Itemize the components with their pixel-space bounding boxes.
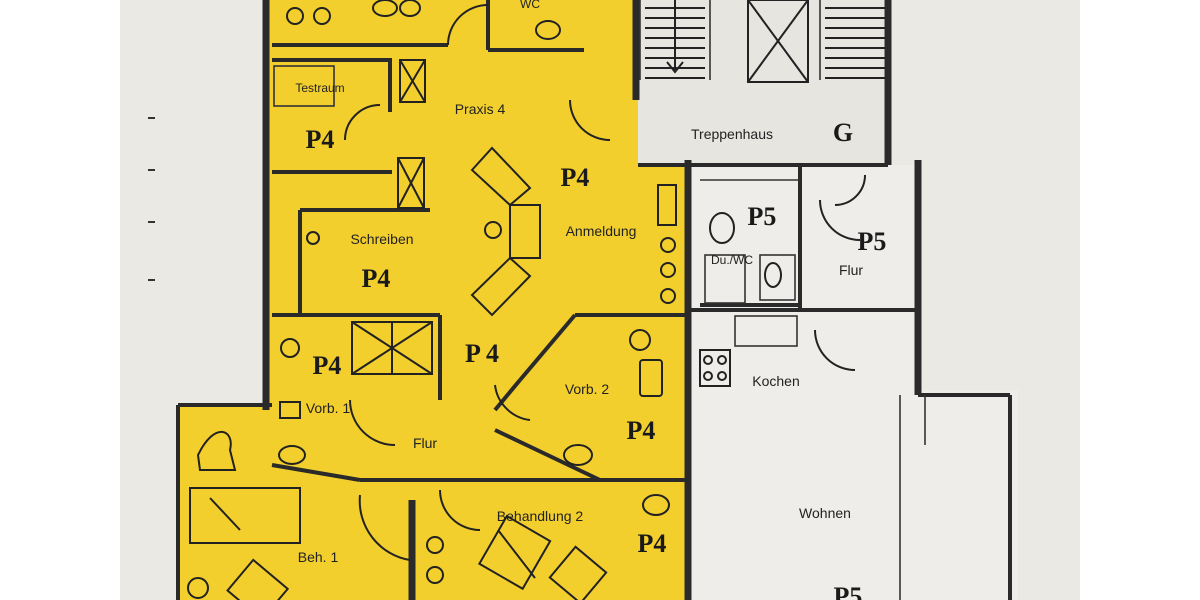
thin-lines	[273, 0, 926, 600]
unit-p5-area	[688, 165, 918, 600]
door-arcs	[344, 4, 866, 561]
unit-label-p4-schreiben: P4	[362, 264, 391, 293]
unit-label-g-treppenhaus: G	[833, 118, 853, 147]
room-label-schreiben: Schreiben	[350, 231, 413, 247]
room-label-beh1: Beh. 1	[298, 549, 339, 565]
room-label-behandlung2: Behandlung 2	[497, 508, 584, 524]
room-label-flur-right: Flur	[839, 262, 863, 278]
margin-ticks	[148, 117, 155, 281]
reception-desk	[470, 146, 541, 317]
room-label-anmeldung: Anmeldung	[566, 223, 637, 239]
right-margin	[1080, 0, 1200, 600]
outer-walls	[262, 0, 922, 600]
elevator-shaft	[747, 0, 809, 83]
room-label-testraum: Testraum	[295, 81, 344, 95]
shelf-units	[189, 59, 608, 600]
inner-walls	[176, 0, 1012, 600]
room-label-wohnen: Wohnen	[799, 505, 851, 521]
unit-label-p4-vorb1: P4	[313, 351, 342, 380]
unit-label-p5-flur: P5	[858, 227, 887, 256]
left-margin	[0, 0, 120, 600]
stair-left	[645, 0, 705, 79]
unit-label-p5-bath: P5	[748, 202, 777, 231]
stair-right	[825, 7, 885, 79]
unit-label-p5-wohnen: P5	[834, 582, 863, 600]
room-label-vorb2: Vorb. 2	[565, 381, 610, 397]
room-label-treppenhaus: Treppenhaus	[691, 126, 773, 142]
unit-label-p4-center: P 4	[465, 339, 499, 368]
unit-label-p4-anmeldung: P4	[561, 163, 590, 192]
room-label-kochen: Kochen	[752, 373, 799, 389]
room-label-du-wc: Du./WC	[711, 253, 753, 267]
unit-p5-balcony	[918, 390, 1018, 600]
room-label-wc: WC	[520, 0, 540, 11]
fixtures	[187, 0, 782, 599]
room-label-praxis4: Praxis 4	[455, 101, 506, 117]
unit-label-p4-behandlung2: P4	[638, 529, 667, 558]
unit-label-p4-vorb2: P4	[627, 416, 656, 445]
room-label-vorb1: Vorb. 1	[306, 400, 351, 416]
unit-label-p4-testraum: P4	[306, 125, 335, 154]
room-label-flur-center: Flur	[413, 435, 437, 451]
unit-p4-area	[178, 0, 688, 600]
